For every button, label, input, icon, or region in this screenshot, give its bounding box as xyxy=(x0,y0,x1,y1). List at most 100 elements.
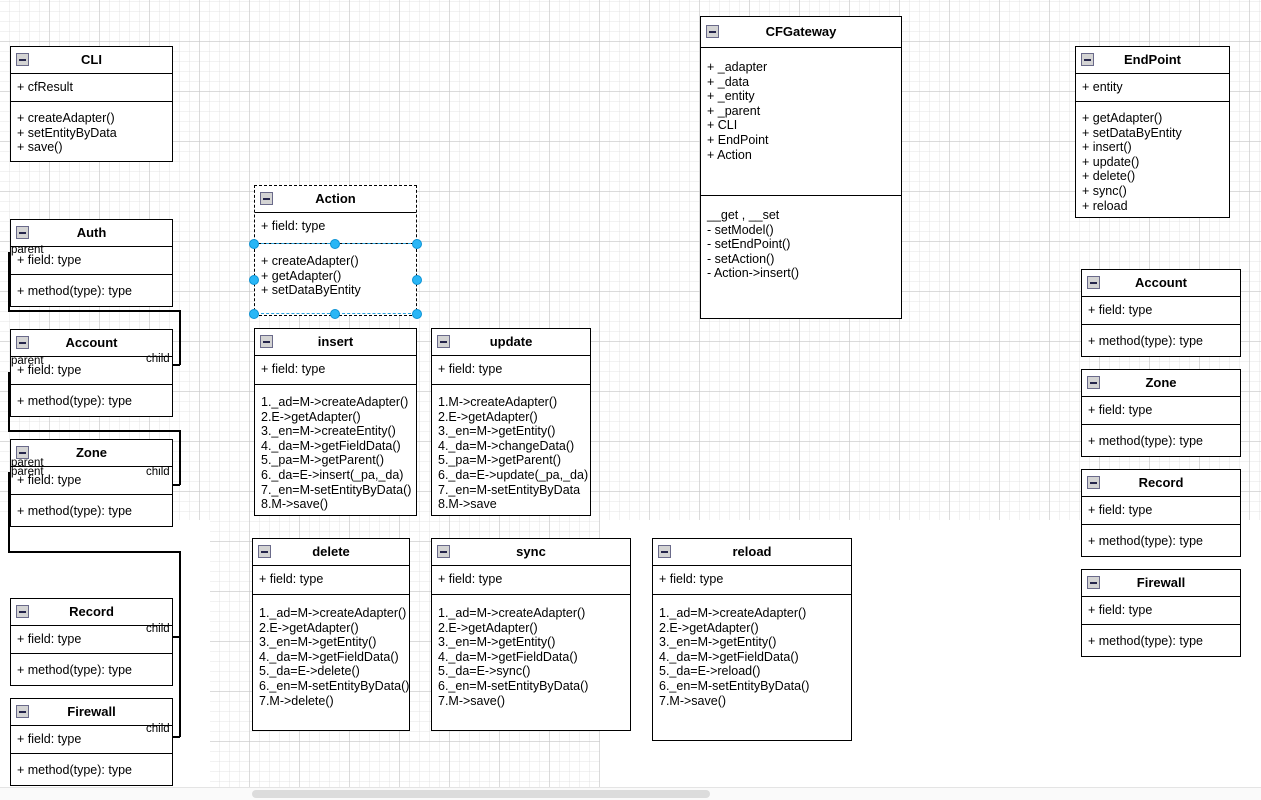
class-header-firewall-right[interactable]: Firewall xyxy=(1082,570,1240,597)
selection-handle-bottom-center[interactable] xyxy=(330,309,340,319)
class-header-zone-left[interactable]: Zone xyxy=(11,440,172,467)
collapse-minus-icon[interactable] xyxy=(1081,53,1094,66)
collapse-minus-icon[interactable] xyxy=(658,545,671,558)
collapse-minus-icon[interactable] xyxy=(16,226,29,239)
class-header-account-right[interactable]: Account xyxy=(1082,270,1240,297)
class-header-delete[interactable]: delete xyxy=(253,539,409,566)
collapse-minus-icon[interactable] xyxy=(16,705,29,718)
class-box-account-left[interactable]: Account + field: type + method(type): ty… xyxy=(10,329,173,417)
class-box-endpoint[interactable]: EndPoint + entity + getAdapter() + setDa… xyxy=(1075,46,1230,218)
class-header-account-left[interactable]: Account xyxy=(11,330,172,357)
selection-handle-top-left[interactable] xyxy=(249,239,259,249)
connector-auth-account-h-bottom xyxy=(8,310,180,312)
class-box-record-left[interactable]: Record + field: type + method(type): typ… xyxy=(10,598,173,686)
class-methods-cli: + createAdapter() + setEntityByData + sa… xyxy=(11,102,172,161)
class-method: 6._en=M-setEntityByData() xyxy=(438,678,589,693)
collapse-minus-icon[interactable] xyxy=(706,25,719,38)
class-method: 7.M->delete() xyxy=(259,693,334,708)
class-header-sync[interactable]: sync xyxy=(432,539,630,566)
class-header-update[interactable]: update xyxy=(432,329,590,356)
class-box-sync[interactable]: sync + field: type 1._ad=M->createAdapte… xyxy=(431,538,631,731)
class-box-firewall-left[interactable]: Firewall + field: type + method(type): t… xyxy=(10,698,173,786)
class-method: 5._pa=M->getParent() xyxy=(438,453,561,468)
class-method: + method(type): type xyxy=(17,763,132,777)
selection-handle-bottom-right[interactable] xyxy=(412,309,422,319)
collapse-minus-icon[interactable] xyxy=(1087,576,1100,589)
class-box-record-right[interactable]: Record + field: type + method(type): typ… xyxy=(1081,469,1241,557)
edge-label-zone-child: child xyxy=(146,466,170,478)
selection-handle-bottom-left[interactable] xyxy=(249,309,259,319)
class-header-record-left[interactable]: Record xyxy=(11,599,172,626)
class-title: delete xyxy=(312,544,350,559)
class-attributes-reload: + field: type xyxy=(653,566,851,595)
class-method: 4._da=M->getFieldData() xyxy=(659,649,799,664)
selection-handle-top-center[interactable] xyxy=(330,239,340,249)
class-header-action[interactable]: Action xyxy=(255,186,416,213)
selection-handle-top-right[interactable] xyxy=(412,239,422,249)
collapse-minus-icon[interactable] xyxy=(16,605,29,618)
class-method: + method(type): type xyxy=(1088,334,1203,348)
collapse-minus-icon[interactable] xyxy=(437,545,450,558)
class-attribute: + field: type xyxy=(659,572,724,586)
connector-auth-account-v-right xyxy=(179,310,181,365)
selection-handle-middle-left[interactable] xyxy=(249,275,259,285)
class-box-firewall-right[interactable]: Firewall + field: type + method(type): t… xyxy=(1081,569,1241,657)
collapse-minus-icon[interactable] xyxy=(16,53,29,66)
connector-account-zone-v-left xyxy=(8,372,10,430)
class-method: 1.M->createAdapter() xyxy=(438,395,558,409)
collapse-minus-icon[interactable] xyxy=(1087,476,1100,489)
class-box-insert[interactable]: insert + field: type 1._ad=M->createAdap… xyxy=(254,328,417,516)
class-box-cli[interactable]: CLI + cfResult + createAdapter() + setEn… xyxy=(10,46,173,162)
collapse-minus-icon[interactable] xyxy=(1087,276,1100,289)
class-methods-update: 1.M->createAdapter() 2.E->getAdapter() 3… xyxy=(432,385,590,518)
class-header-record-right[interactable]: Record xyxy=(1082,470,1240,497)
class-method: 3._en=M->getEntity() xyxy=(659,635,777,650)
collapse-minus-icon[interactable] xyxy=(260,192,273,205)
class-box-cfgateway[interactable]: CFGateway + _adapter + _data + _entity +… xyxy=(700,16,902,319)
collapse-minus-icon[interactable] xyxy=(16,336,29,349)
class-header-reload[interactable]: reload xyxy=(653,539,851,566)
connector-zone-record-v-left xyxy=(8,472,10,552)
class-attributes-zone-left: + field: type xyxy=(11,467,172,495)
class-method: 4._da=M->getFieldData() xyxy=(438,649,578,664)
horizontal-scrollbar-track[interactable] xyxy=(0,787,1261,800)
class-box-delete[interactable]: delete + field: type 1._ad=M->createAdap… xyxy=(252,538,410,731)
class-methods-account-left: + method(type): type xyxy=(11,385,172,415)
class-box-zone-left[interactable]: Zone + field: type + method(type): type xyxy=(10,439,173,527)
class-method: 6._en=M-setEntityByData() xyxy=(259,678,410,693)
class-box-zone-right[interactable]: Zone + field: type + method(type): type xyxy=(1081,369,1241,457)
class-header-cfgateway[interactable]: CFGateway xyxy=(701,17,901,48)
class-attributes-update: + field: type xyxy=(432,356,590,385)
class-methods-record-right: + method(type): type xyxy=(1082,525,1240,555)
collapse-minus-icon[interactable] xyxy=(1087,376,1100,389)
class-header-endpoint[interactable]: EndPoint xyxy=(1076,47,1229,74)
class-header-auth[interactable]: Auth xyxy=(11,220,172,247)
class-attributes-cli: + cfResult xyxy=(11,74,172,102)
class-box-reload[interactable]: reload + field: type 1._ad=M->createAdap… xyxy=(652,538,852,741)
class-method: - setEndPoint() xyxy=(707,237,791,252)
class-attribute: + _entity xyxy=(707,89,755,104)
class-box-auth[interactable]: Auth + field: type + method(type): type xyxy=(10,219,173,307)
collapse-minus-icon[interactable] xyxy=(258,545,271,558)
class-header-insert[interactable]: insert xyxy=(255,329,416,356)
class-method: 3._en=M->getEntity() xyxy=(438,424,556,439)
class-attribute: + _data xyxy=(707,74,750,89)
collapse-minus-icon[interactable] xyxy=(437,335,450,348)
horizontal-scrollbar-thumb[interactable] xyxy=(252,790,710,798)
class-header-zone-right[interactable]: Zone xyxy=(1082,370,1240,397)
class-methods-auth: + method(type): type xyxy=(11,275,172,305)
selection-handle-middle-right[interactable] xyxy=(412,275,422,285)
class-attributes-firewall-right: + field: type xyxy=(1082,597,1240,625)
connector-account-zone-v-right xyxy=(179,430,181,485)
class-title: insert xyxy=(317,334,354,349)
class-header-cli[interactable]: CLI xyxy=(11,47,172,74)
class-method: 2.E->getAdapter() xyxy=(659,620,759,635)
class-box-account-right[interactable]: Account + field: type + method(type): ty… xyxy=(1081,269,1241,357)
collapse-minus-icon[interactable] xyxy=(16,446,29,459)
class-box-action[interactable]: Action + field: type + createAdapter() +… xyxy=(254,185,417,316)
class-header-firewall-left[interactable]: Firewall xyxy=(11,699,172,726)
class-box-update[interactable]: update + field: type 1.M->createAdapter(… xyxy=(431,328,591,516)
class-method: + sync() xyxy=(1082,183,1127,198)
collapse-minus-icon[interactable] xyxy=(260,335,273,348)
